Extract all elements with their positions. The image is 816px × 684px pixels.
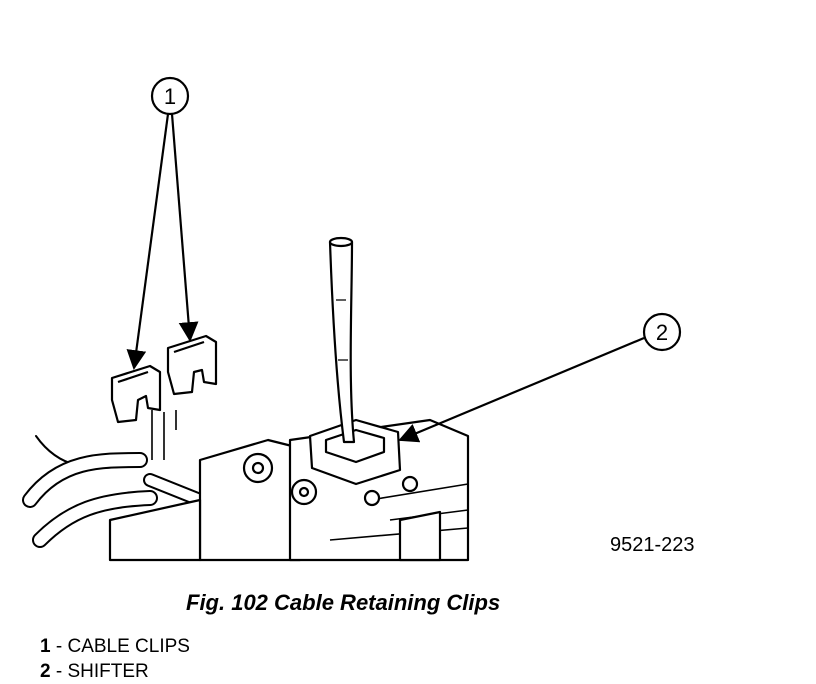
callout-2-number: 2 [656, 320, 668, 345]
shift-cables-drawing [22, 435, 207, 549]
legend-label: CABLE CLIPS [67, 636, 190, 657]
legend-separator: - [50, 636, 68, 657]
shifter-base-drawing [108, 418, 470, 562]
figure-caption: Fig. 102 Cable Retaining Clips [186, 590, 501, 615]
shifter-diagram: 1 2 [22, 76, 682, 562]
legend-number: 1 [40, 636, 51, 657]
shifter-drawing [308, 236, 402, 486]
callout-2: 2 [398, 312, 682, 443]
legend-separator: - [50, 661, 68, 682]
legend-item: 2 - SHIFTER [40, 659, 190, 684]
figure-code: 9521-223 [610, 534, 695, 556]
callout-1: 1 [126, 76, 199, 370]
legend-label: SHIFTER [67, 661, 149, 682]
legend-number: 2 [40, 661, 51, 682]
callout-legend: 1 - CABLE CLIPS 2 - SHIFTER [40, 634, 190, 684]
callout-1-number: 1 [164, 84, 176, 109]
cable-clips-drawing [110, 334, 218, 460]
legend-item: 1 - CABLE CLIPS [40, 634, 190, 659]
